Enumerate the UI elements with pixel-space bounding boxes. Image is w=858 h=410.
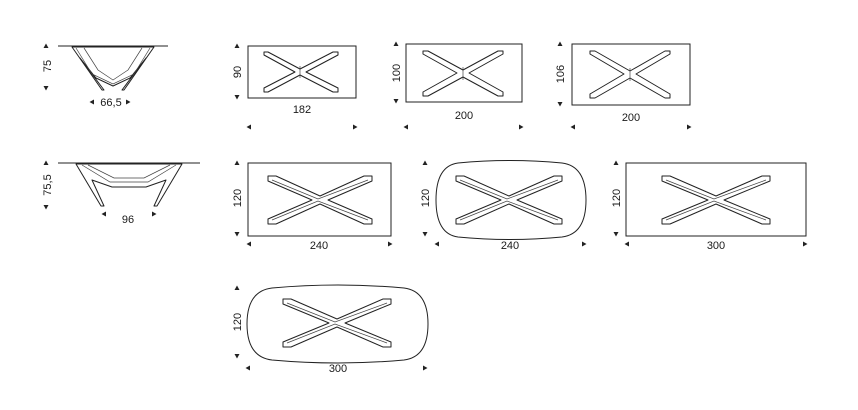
height-arrow-top — [43, 160, 49, 165]
height-label: 75,5 — [42, 174, 54, 195]
length-arrow-left — [570, 124, 575, 130]
length-arrow-left — [245, 365, 250, 371]
length-arrow-right — [582, 241, 587, 247]
depth-arrow-bottom — [234, 354, 240, 359]
length-arrow-right — [423, 365, 428, 371]
depth-arrow-top — [234, 160, 240, 165]
length-arrow-left — [246, 124, 251, 130]
length-label: 240 — [501, 240, 519, 252]
length-arrow-right — [388, 241, 393, 247]
x-base — [282, 298, 392, 348]
depth-arrow-bottom — [422, 232, 428, 237]
x-base — [455, 175, 563, 225]
depth-arrow-bottom — [557, 102, 563, 107]
width-arrow-right — [126, 99, 131, 105]
width-label: 96 — [122, 214, 134, 226]
depth-arrow-bottom — [613, 232, 619, 237]
height-arrow-bottom — [43, 205, 49, 210]
top-view-200-a: 100 200 — [391, 41, 524, 130]
depth-arrow-top — [234, 285, 240, 290]
length-label: 182 — [293, 104, 311, 116]
length-arrow-left — [624, 241, 629, 247]
top-view-240-barrel: 120 240 — [420, 160, 587, 252]
top-view-200-b: 106 200 — [555, 41, 692, 130]
length-label: 200 — [622, 112, 640, 124]
depth-label: 100 — [391, 64, 403, 82]
top-view-300-barrel: 120 300 — [232, 284, 429, 375]
length-arrow-left — [246, 241, 251, 247]
side-base — [75, 163, 183, 207]
length-label: 300 — [329, 363, 347, 375]
height-arrow-top — [43, 43, 49, 48]
length-arrow-right — [353, 124, 358, 130]
top-view-182: 90 182 — [232, 43, 358, 130]
depth-label: 90 — [232, 66, 244, 78]
x-base — [661, 175, 771, 225]
side-view-large: 75,5 96 — [42, 160, 200, 226]
x-base — [267, 175, 373, 225]
tabletop-outline — [435, 160, 587, 240]
top-view-240-rect: 120 240 — [232, 160, 393, 252]
depth-label: 120 — [420, 189, 432, 207]
depth-arrow-bottom — [234, 232, 240, 237]
height-label: 75 — [42, 60, 54, 72]
width-label: 66,5 — [100, 97, 121, 109]
length-arrow-right — [519, 124, 524, 130]
depth-arrow-top — [393, 41, 399, 46]
width-arrow-left — [101, 211, 106, 217]
length-label: 240 — [310, 240, 328, 252]
depth-label: 120 — [611, 189, 623, 207]
height-arrow-bottom — [43, 86, 49, 91]
depth-arrow-top — [234, 43, 240, 48]
length-arrow-right — [803, 241, 808, 247]
length-arrow-right — [687, 124, 692, 130]
depth-label: 120 — [232, 313, 244, 331]
length-label: 300 — [707, 240, 725, 252]
top-view-300-rect: 120 300 — [611, 160, 808, 252]
depth-arrow-top — [613, 160, 619, 165]
depth-label: 106 — [555, 65, 567, 83]
tabletop-outline — [247, 45, 357, 99]
side-view-small: 75 66,5 — [42, 43, 168, 109]
tabletop-outline — [625, 162, 807, 237]
depth-arrow-bottom — [234, 95, 240, 100]
depth-arrow-top — [557, 41, 563, 46]
side-base — [71, 46, 155, 91]
width-arrow-right — [152, 211, 157, 217]
width-arrow-left — [89, 99, 94, 105]
x-base — [263, 51, 339, 93]
depth-label: 120 — [232, 189, 244, 207]
depth-arrow-bottom — [393, 99, 399, 104]
length-arrow-left — [403, 124, 408, 130]
tabletop-outline — [246, 284, 429, 364]
tabletop-outline — [571, 43, 691, 106]
tabletop-outline — [247, 162, 392, 237]
depth-arrow-top — [422, 160, 428, 165]
length-arrow-left — [434, 241, 439, 247]
length-label: 200 — [455, 110, 473, 122]
tabletop-outline — [405, 43, 523, 103]
